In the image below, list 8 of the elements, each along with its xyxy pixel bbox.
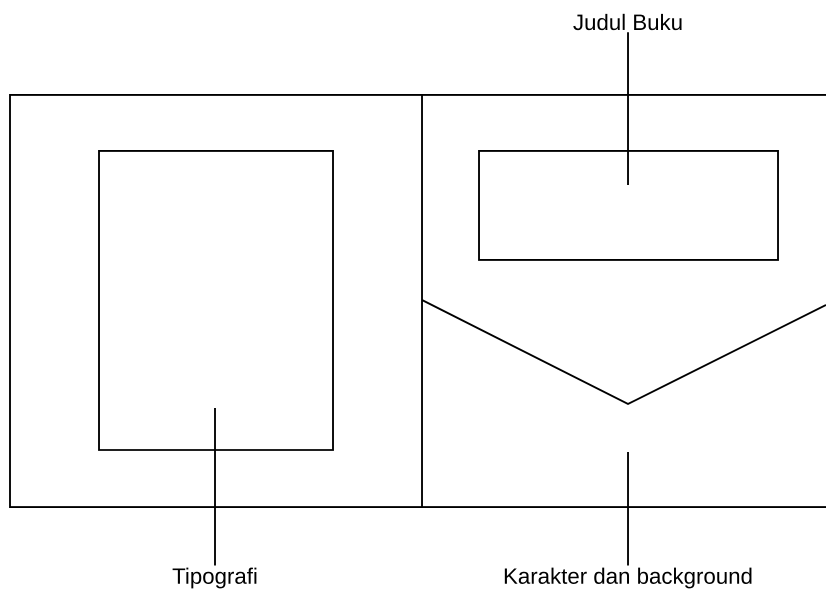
leader-line [214, 408, 216, 566]
leader-line [627, 452, 629, 566]
label-text: Tipografi [172, 568, 256, 588]
label-text: Judul Buku [573, 14, 682, 30]
label-text: Karakter dan background [504, 568, 752, 588]
placeholder-box [478, 150, 779, 261]
leader-line [627, 32, 629, 185]
placeholder-box [98, 150, 334, 451]
